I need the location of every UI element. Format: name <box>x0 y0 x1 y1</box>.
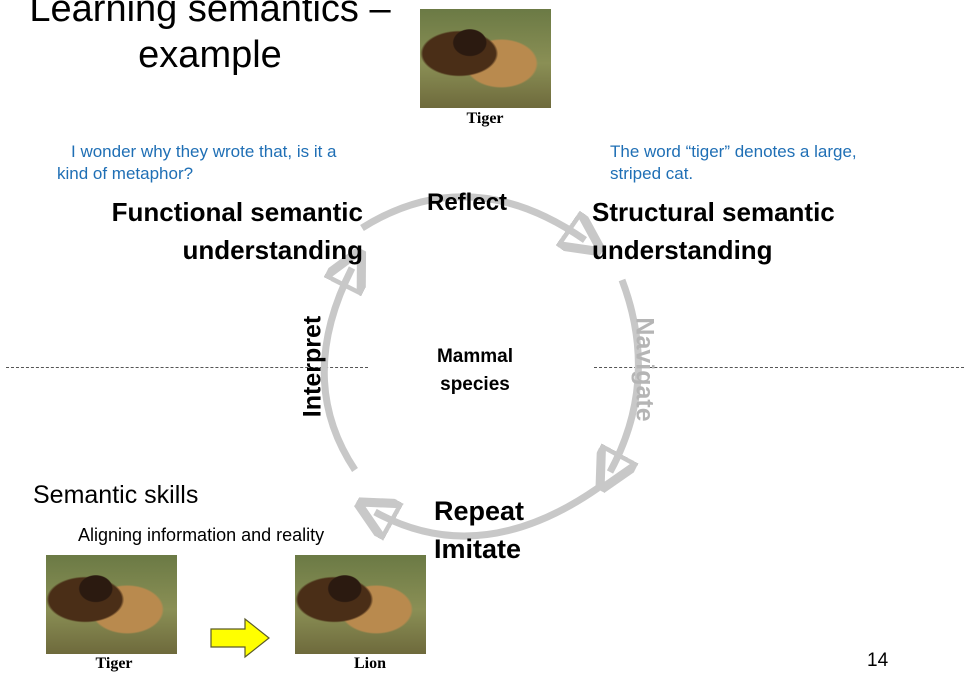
dashed-divider-left <box>6 367 368 368</box>
structural-line-1: Structural semantic <box>592 197 835 227</box>
semantic-skills-heading: Semantic skills <box>33 481 199 509</box>
page-number: 14 <box>867 650 889 671</box>
dashed-divider-right <box>594 367 964 368</box>
center-line-1: Mammal <box>436 346 514 367</box>
title-line-1: Learning semantics – <box>29 0 391 30</box>
functional-semantic-label: Functional semantic understanding <box>58 193 363 269</box>
slide-title: Learning semantics – example <box>0 0 420 78</box>
arrow-interpret <box>320 268 355 472</box>
title-line-2: example <box>138 34 282 76</box>
center-line-2: species <box>440 374 510 395</box>
reflect-label: Reflect <box>427 189 508 216</box>
structural-line-2: understanding <box>592 235 773 265</box>
repeat-label: Repeat <box>434 496 525 526</box>
blue-comment-right: The word “tiger” denotes a large, stripe… <box>610 142 857 183</box>
aligning-text: Aligning information and reality <box>78 525 325 545</box>
arrow-navigate <box>610 278 642 472</box>
functional-line-1: Functional semantic <box>111 197 363 227</box>
functional-line-2: understanding <box>182 235 363 265</box>
imitate-label: Imitate <box>434 534 522 564</box>
navigate-label: Navigate <box>630 317 659 422</box>
bottom-left-caption: Tiger <box>95 655 133 672</box>
top-lion-photo <box>420 9 551 108</box>
bottom-right-caption: Lion <box>353 655 386 672</box>
top-image-caption: Tiger <box>466 110 504 127</box>
blue-comment-left: I wonder why they wrote that, is it a ki… <box>57 142 337 183</box>
center-label: Mammal species <box>400 343 550 399</box>
structural-semantic-label: Structural semantic understanding <box>592 193 922 269</box>
arrow-reflect <box>360 193 585 240</box>
bottom-right-lion-photo <box>295 555 426 654</box>
bottom-left-lion-photo <box>46 555 177 654</box>
interpret-label: Interpret <box>298 315 327 418</box>
arrow-repeat <box>375 485 600 536</box>
right-arrow-icon <box>210 617 270 659</box>
